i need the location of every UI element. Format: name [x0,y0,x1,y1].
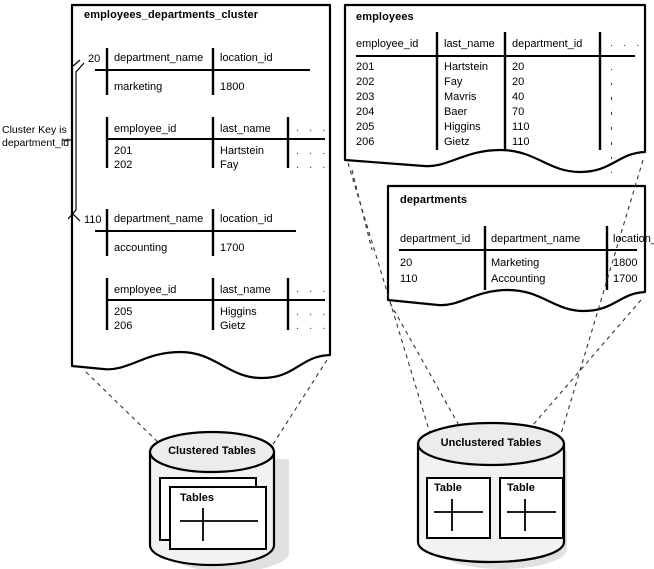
employees-header-2: last_name [444,38,495,50]
employees-r3c3: 40 [512,91,525,103]
departments-r1c2: Marketing [491,257,540,269]
unclustered-cylinder-label: Unclustered Tables [440,437,542,449]
employees-box-outline [343,3,647,174]
departments-r2c1: 110 [400,273,418,285]
employees-r4c3: 70 [512,106,525,118]
employees-r4c4: . . . [610,106,617,146]
cluster-g1-emp-r1c1: 201 [114,145,133,157]
employees-r1c1: 201 [356,61,375,73]
cluster-g1-dept-cell-2: 1800 [220,81,245,93]
departments-r2c2: Accounting [491,273,546,285]
clustered-card-back [159,477,257,541]
employees-r2c1: 202 [356,76,375,88]
employees-r6c3: 110 [512,136,530,148]
employees-r6c4: . . . [610,136,617,176]
unclustered-card-label-left: Table [434,482,462,494]
cluster-g1-emp-header-3: . . . [296,122,329,134]
employees-header-1: employee_id [356,38,419,50]
cluster-g1-emp-r2c3: . . . [296,159,329,171]
dashed-connectors-clustered [85,359,328,453]
cluster-g2-dept-cell-1: accounting [114,242,168,254]
employees-r6c2: Gietz [444,136,470,148]
cluster-g2-emp-r2c1: 206 [114,320,133,332]
cluster-g2-dept-header-2: location_id [220,213,273,225]
unclustered-card-label-right: Table [507,482,535,494]
cluster-g1-emp-header-2: last_name [220,123,271,135]
cluster-g2-emp-r2c3: . . . [296,320,329,332]
cluster-g2-emp-header-2: last_name [220,284,271,296]
departments-header-2: department_name [491,233,581,245]
cluster-g2-emp-r1c2: Higgins [220,306,257,318]
cluster-key-annotation-line2: department_id [2,137,70,149]
departments-r1c3: 1800 [613,257,638,269]
dashed-connectors-unclustered [347,159,644,446]
employees-r5c3: 110 [512,121,530,133]
employees-r4c2: Baer [444,106,468,118]
employees-header-3: department_id [512,38,583,50]
employees-r3c2: Mavris [444,91,477,103]
cluster-g2-dept-header-1: department_name [114,213,204,225]
cluster-g2-dept-cell-2: 1700 [220,242,245,254]
cluster-key-value-1: 20 [88,53,101,65]
cluster-g2-emp-r1c3: . . . [296,306,329,318]
cluster-g1-emp-r2c1: 202 [114,159,133,171]
cluster-g1-emp-r1c2: Hartstein [220,145,265,157]
employees-r2c4: . . . [610,76,617,116]
employees-r5c1: 205 [356,121,375,133]
employees-r2c3: 20 [512,76,525,88]
cluster-g1-emp-r2c2: Fay [220,159,239,171]
employees-r2c2: Fay [444,76,463,88]
departments-r1c1: 20 [400,257,413,269]
employees-r1c3: 20 [512,61,525,73]
cluster-g1-dept-header-2: location_id [220,52,273,64]
cluster-g1-emp-header-1: employee_id [114,123,177,135]
departments-header-3: location_id [613,233,654,245]
clustered-cylinder-label: Clustered Tables [168,445,256,457]
departments-r2c3: 1700 [613,273,638,285]
dashed-edge-ticks [351,169,373,251]
departments-box-title: departments [400,194,468,206]
employees-r4c1: 204 [356,106,375,118]
employees-r1c4: . . . [610,61,617,101]
employees-r3c1: 203 [356,91,375,103]
cluster-key-brace-lower [71,212,81,222]
employees-r5c4: . . . [610,121,617,161]
cluster-box-title: employees_departments_cluster [84,9,259,21]
cluster-g1-dept-cell-1: marketing [114,81,163,93]
departments-header-1: department_id [400,233,471,245]
cluster-g2-emp-r1c1: 205 [114,306,133,318]
employees-r1c2: Hartstein [444,61,489,73]
cluster-key-annotation-line1: Cluster Key is [2,124,67,136]
employees-r6c1: 206 [356,136,375,148]
cluster-g2-emp-header-3: . . . [296,283,329,295]
cluster-g2-emp-r2c2: Gietz [220,320,246,332]
employees-header-4: . . . [610,37,643,49]
employees-box-title: employees [356,11,414,23]
cluster-g1-emp-r1c3: . . . [296,145,329,157]
employees-r5c2: Higgins [444,121,481,133]
cluster-g1-dept-header-1: department_name [114,52,204,64]
clustered-card-label: Tables [180,492,215,504]
employees-r3c4: . . . [610,91,617,131]
cluster-key-value-2: 110 [84,214,102,226]
cluster-key-annotation: Cluster Key is department_id [2,124,72,150]
cluster-key-brace-upper [71,59,81,68]
cluster-g2-emp-header-1: employee_id [114,284,177,296]
